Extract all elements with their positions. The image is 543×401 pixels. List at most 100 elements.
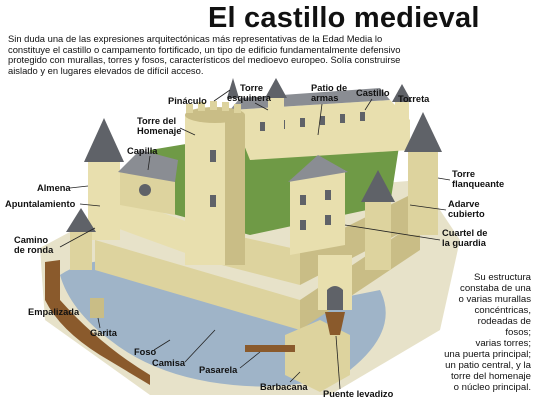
label-text: Empalizada — [28, 307, 80, 317]
right-round-tower — [365, 200, 391, 270]
label-text: Foso — [134, 347, 157, 357]
summary-line: o núcleo principal. — [453, 382, 531, 393]
label-text: Almena — [37, 183, 71, 193]
keep-window — [210, 150, 216, 162]
label-line: Torre del — [137, 116, 176, 126]
flanking-tower-roof — [404, 112, 442, 152]
label-garita: Garita — [90, 317, 118, 338]
label-line: la guardia — [442, 238, 487, 248]
keep-battlements — [186, 101, 241, 113]
right-round-tower-roof — [361, 170, 395, 202]
label-line: cubierto — [448, 209, 485, 219]
summary-line: concéntricas, — [474, 305, 531, 316]
summary-line: constaba de una — [460, 283, 531, 294]
outer-wall — [95, 240, 300, 330]
label-pinaculo: Pináculo — [168, 89, 231, 106]
label-text: Pasarela — [199, 365, 238, 375]
label-empalizada: Empalizada — [28, 307, 80, 317]
pinnacle — [227, 78, 239, 98]
barracks-windows — [300, 190, 331, 230]
label-text: Torreta — [398, 94, 430, 104]
chapel-roof — [118, 150, 178, 182]
label-text: Puente levadizo — [323, 389, 394, 399]
label-line: esquinera — [227, 93, 272, 103]
turret — [395, 100, 409, 130]
label-line: de ronda — [14, 245, 54, 255]
turret-roof — [392, 84, 412, 102]
label-text: Garita — [90, 328, 118, 338]
summary-line: rodeadas de — [477, 316, 531, 327]
keep-window — [210, 195, 216, 207]
summary-text: Su estructura constaba de una o varias m… — [411, 272, 531, 393]
back-corner-tower — [268, 96, 284, 136]
intro-line: Sin duda una de las expresiones arquitec… — [8, 33, 383, 44]
label-castillo: Castillo — [356, 88, 390, 111]
label-text: Capilla — [127, 146, 158, 156]
label-almena: Almena — [37, 183, 89, 193]
label-line: Homenaje — [137, 126, 181, 136]
label-apuntalamiento: Apuntalamiento — [5, 199, 101, 209]
label-capilla: Capilla — [127, 146, 158, 171]
keep-shade — [225, 115, 245, 265]
footbridge — [245, 345, 295, 352]
summary-line: varias torres; — [475, 338, 531, 349]
summary-line: torre del homenaje — [451, 371, 531, 382]
label-camisa: Camisa — [152, 329, 216, 368]
label-line: Adarve — [448, 199, 480, 209]
label-text: Castillo — [356, 88, 390, 98]
label-line: flanqueante — [452, 179, 504, 189]
label-line: Cuartel de — [442, 228, 487, 238]
label-text: Barbacana — [260, 382, 308, 392]
chapel-window — [139, 184, 151, 196]
summary-line: o varias murallas — [458, 294, 531, 305]
label-line: armas — [311, 93, 338, 103]
barbican — [285, 320, 350, 392]
intro-line: protegido con murallas, torres y fosos, … — [8, 54, 401, 66]
left-tower — [88, 160, 120, 240]
label-foso: Foso — [134, 339, 171, 357]
guard-barracks — [290, 170, 345, 255]
label-text: Apuntalamiento — [5, 199, 76, 209]
sentry-box — [90, 298, 104, 318]
gate-arch — [327, 286, 343, 310]
palisade — [45, 260, 150, 385]
label-pasarela: Pasarela — [199, 351, 261, 375]
summary-line: un patio central, y la — [445, 360, 531, 371]
drawbridge — [325, 312, 345, 335]
intro-line: constituye el castillo o campamento fort… — [8, 43, 401, 55]
intro-paragraph: Sin duda una de las expresiones arquitec… — [8, 33, 533, 76]
label-line: Torre — [240, 83, 263, 93]
intro-line: aislado y en lugares elevados de difícil… — [8, 64, 204, 76]
back-corner-tower-roof — [265, 78, 287, 98]
guard-barracks-roof — [288, 155, 348, 182]
page-title: El castillo medieval — [208, 2, 480, 34]
palace-back — [230, 100, 410, 160]
label-barbacana: Barbacana — [260, 371, 308, 392]
label-line: Camino — [14, 235, 48, 245]
summary-line: Su estructura — [473, 272, 531, 283]
label-puente-levadizo: Puente levadizo — [323, 335, 394, 399]
label-torreta: Torreta — [398, 94, 430, 104]
summary-line: una puerta principal; — [444, 349, 531, 360]
inner-wall-left — [100, 190, 210, 262]
summary-line: fosos; — [505, 327, 531, 338]
label-text: Camisa — [152, 358, 186, 368]
label-line: Torre — [452, 169, 475, 179]
left-tower-roof — [84, 118, 124, 162]
label-line: Patio de — [311, 83, 347, 93]
